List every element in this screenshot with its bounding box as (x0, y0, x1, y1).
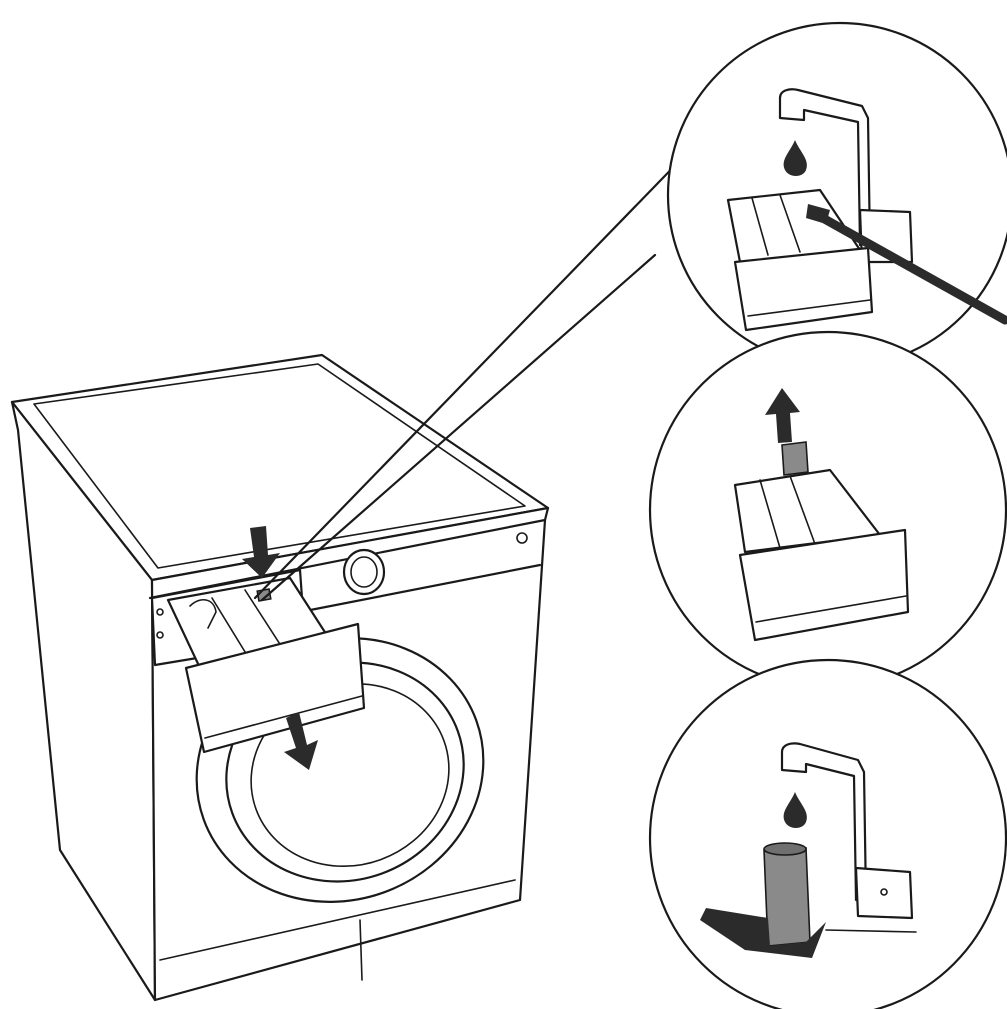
control-panel-lower (298, 563, 542, 614)
water-drop-3-icon (783, 792, 807, 828)
service-flap-line (359, 919, 363, 981)
water-drop-1-icon (783, 140, 807, 176)
drawer-1-divider-1 (751, 197, 769, 256)
brush-head (806, 204, 830, 224)
brush-icon (807, 207, 1007, 325)
drawer-1-lip (747, 299, 871, 317)
tap-3-button (880, 888, 888, 896)
callout-line-upper (253, 148, 692, 600)
power-button (516, 532, 528, 544)
recess-screw-1 (156, 608, 164, 616)
recess-screw-2 (156, 631, 164, 639)
sink-edge (825, 929, 917, 933)
panel-3-circle (648, 658, 1007, 1009)
program-knob-inner (350, 556, 378, 588)
panel-remove-siphon (648, 330, 1007, 690)
panel-rinse-drawer (666, 21, 1007, 369)
detergent-drawer (166, 526, 366, 770)
arrow-up-icon (765, 388, 800, 443)
siphon-cap (781, 441, 809, 476)
siphon-cylinder-top (763, 842, 807, 856)
drawer-2-divider-2 (789, 475, 816, 545)
arrow-down-right-icon (284, 712, 318, 770)
drawer-divider-1 (211, 597, 251, 661)
drawer-1-front (733, 246, 874, 332)
siphon-cylinder (763, 847, 811, 947)
machine-top-inner (33, 363, 526, 569)
drawer-2-divider-1 (759, 479, 781, 549)
callout-line-lower (260, 253, 657, 602)
siphon-base (700, 908, 826, 958)
drawer-1-divider-2 (779, 194, 801, 253)
drawer-front (184, 622, 366, 754)
drawer-softener-compartment (189, 599, 217, 629)
drawer-2-front (738, 528, 910, 642)
machine-plinth (159, 879, 516, 961)
drawer-divider-2 (244, 589, 286, 653)
panel-rinse-siphon (648, 658, 1007, 1009)
machine-side (10, 400, 157, 1002)
tap-3-icon (780, 742, 868, 902)
program-knob (342, 548, 386, 596)
arrow-down-icon (242, 526, 280, 578)
drawer-2-lip (755, 595, 907, 623)
tap-1-icon (778, 88, 872, 247)
drawer-front-lip (204, 695, 363, 739)
tap-3-base (854, 866, 914, 920)
